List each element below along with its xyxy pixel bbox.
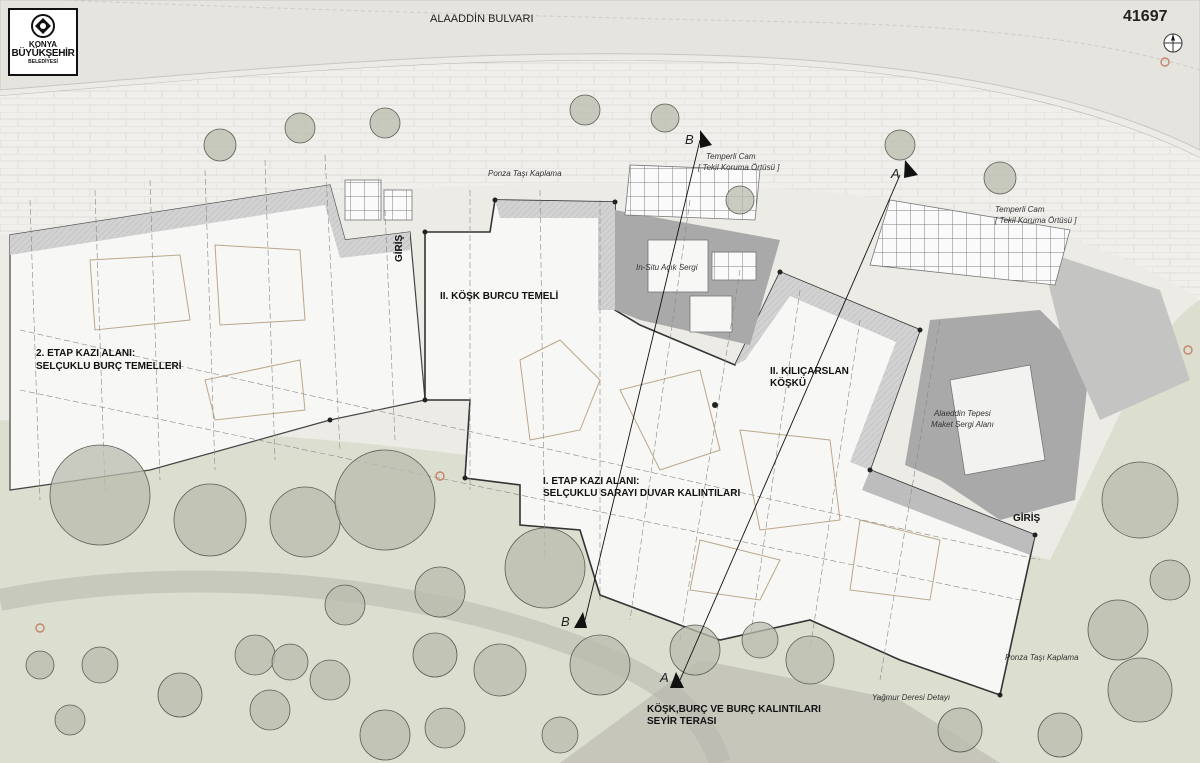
- logo-line-1: KONYA: [28, 40, 58, 49]
- tree: [412, 632, 458, 678]
- tree: [1087, 599, 1149, 661]
- tree: [173, 483, 247, 557]
- tree: [54, 704, 86, 736]
- tree: [569, 634, 631, 696]
- label-alaeddin-line2: Maket Sergi Alanı: [931, 420, 994, 429]
- north-arrow-icon: [1163, 33, 1183, 53]
- section-marker-b-top: B: [685, 132, 694, 147]
- tree: [785, 635, 835, 685]
- tree: [1101, 461, 1179, 539]
- tree: [334, 449, 436, 551]
- wall-remains: [89, 244, 941, 601]
- tree: [424, 707, 466, 749]
- label-giris-left: GİRİŞ: [392, 234, 405, 262]
- logo-line-2: BÜYÜKŞEHİR: [11, 48, 75, 59]
- trees: [25, 94, 1191, 761]
- glass-canopy-a: [869, 199, 1071, 286]
- boulevard: [0, 0, 1200, 151]
- tree: [725, 185, 755, 215]
- section-marker-a-top: A: [890, 166, 900, 181]
- tree: [884, 129, 916, 161]
- label-yagmur: Yağmur Deresi Detayı: [872, 693, 950, 702]
- wall-band-kilicarslan: [735, 272, 920, 470]
- glass-canopy-small-1: [344, 179, 382, 221]
- label-kosk-burcu: II. KÖŞK BURCU TEMELİ: [440, 289, 559, 302]
- label-ponza-top: Ponza Taşı Kaplama: [488, 169, 562, 178]
- tree: [359, 709, 411, 761]
- label-alaeddin-line1: Alaeddin Tepesi: [933, 409, 991, 418]
- tree: [504, 527, 586, 609]
- tree: [249, 689, 291, 731]
- tree: [25, 650, 55, 680]
- label-cam2-line2: [ Tekil Koruma Örtüsü ]: [994, 216, 1077, 225]
- tree: [983, 161, 1017, 195]
- glass-canopy-b: [624, 164, 761, 221]
- tree: [271, 643, 309, 681]
- tree: [414, 566, 466, 618]
- viewing-terrace-walkway: [560, 660, 1000, 763]
- label-etap1-line1: I. ETAP KAZI ALANI:: [543, 476, 639, 487]
- tree: [569, 94, 601, 126]
- tree: [234, 634, 276, 676]
- tree: [284, 112, 316, 144]
- section-marker-a-bottom: A: [659, 670, 669, 685]
- label-cam1-line1: Temperli Cam: [706, 152, 756, 161]
- label-cam1-line2: [ Tekil Koruma Örtüsü ]: [697, 163, 780, 172]
- tree: [741, 621, 779, 659]
- section-lines: [584, 139, 901, 681]
- maket-inner: [949, 364, 1046, 476]
- plan-number: 41697: [1123, 8, 1168, 25]
- label-insitu: In-Situ Açık Sergi: [636, 263, 698, 272]
- section-arrows: [574, 130, 918, 688]
- tree: [203, 128, 237, 162]
- tree: [1107, 657, 1173, 723]
- tree: [541, 716, 579, 754]
- tree: [650, 103, 680, 133]
- outline-markers: [327, 197, 1038, 698]
- label-kilicarslan-line1: II. KILIÇARSLAN: [770, 366, 849, 377]
- tree: [324, 584, 366, 626]
- wall-band-kosk: [495, 200, 615, 310]
- accent-rings: [35, 57, 1193, 633]
- label-etap2-line2: SELÇUKLU BURÇ TEMELLERİ: [36, 359, 182, 372]
- emblem-icon: [31, 14, 55, 38]
- label-cam2-line1: Temperli Cam: [995, 205, 1045, 214]
- tree: [81, 646, 119, 684]
- municipality-logo: KONYA BÜYÜKŞEHİR BELEDİYESİ: [8, 8, 78, 76]
- east-platform: [1040, 250, 1190, 420]
- street-name: ALAADDİN BULVARI: [430, 12, 534, 25]
- tree: [1149, 559, 1191, 601]
- wall-band-north-west: [10, 185, 410, 258]
- tree: [49, 444, 151, 546]
- label-ponza-right: Ponza Taşı Kaplama: [1005, 653, 1079, 662]
- glass-canopy-small-3: [711, 251, 757, 281]
- logo-line-3: BELEDİYESİ: [28, 59, 58, 65]
- label-seyir-line2: SEYİR TERASI: [647, 714, 717, 727]
- section-marker-b-bottom: B: [561, 614, 570, 629]
- glass-canopy-small-2: [383, 189, 413, 221]
- wall-band-east: [862, 470, 1035, 555]
- boulevard-edge-outer: [59, 0, 1200, 71]
- tree: [669, 624, 721, 676]
- tree: [937, 707, 983, 753]
- label-etap2-line1: 2. ETAP KAZI ALANI:: [36, 348, 135, 359]
- label-etap1-line2: SELÇUKLU SARAYI DUVAR KALINTILARI: [543, 488, 740, 499]
- label-kilicarslan-line2: KÖŞKÜ: [770, 376, 806, 389]
- tree: [369, 107, 401, 139]
- tree: [473, 643, 527, 697]
- insitu-inner-2: [689, 295, 733, 333]
- tree: [309, 659, 351, 701]
- tree: [269, 486, 341, 558]
- tree: [1037, 712, 1083, 758]
- label-seyir-line1: KÖŞK,BURÇ VE BURÇ KALINTILARI: [647, 702, 821, 715]
- tree: [157, 672, 203, 718]
- label-giris-right: GİRİŞ: [1013, 511, 1041, 524]
